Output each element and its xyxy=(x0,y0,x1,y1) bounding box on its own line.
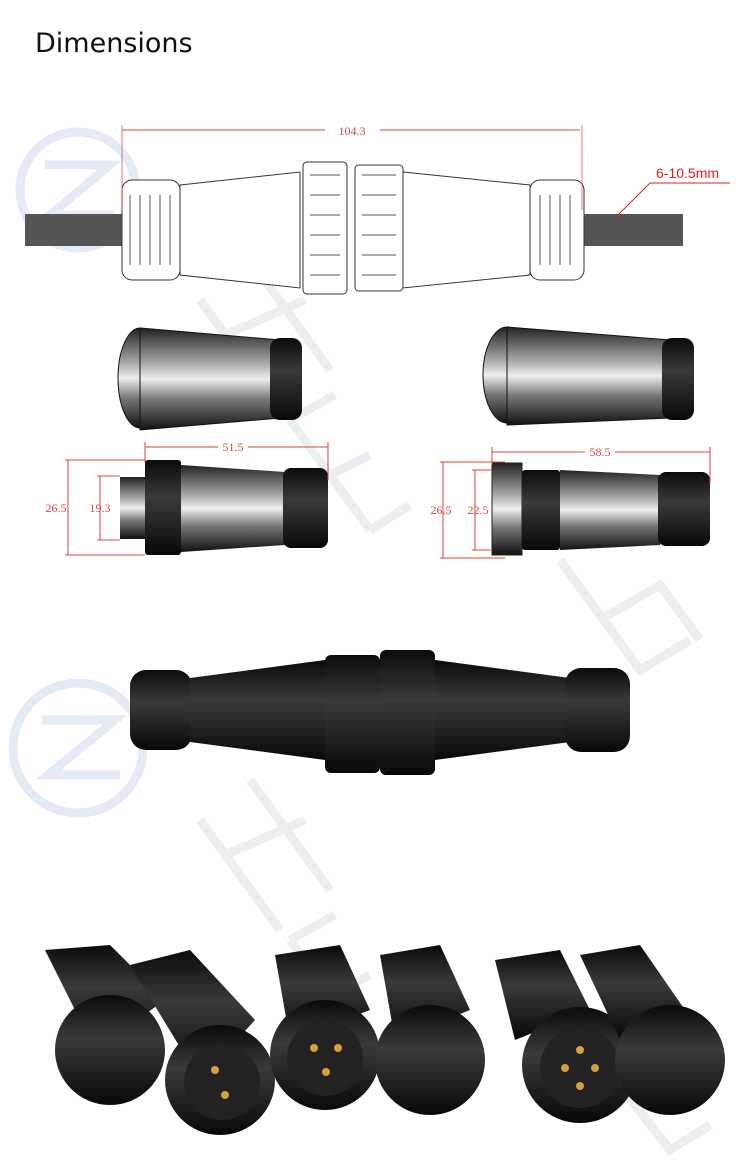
page-title: Dimensions xyxy=(35,28,193,59)
plug-3d-render xyxy=(117,327,302,431)
socket-inner-diameter-label: 22.5 xyxy=(468,503,489,517)
socket-dimension-drawing: 58.5 26.5 22.5 xyxy=(431,445,711,559)
pair-3-pin xyxy=(270,945,485,1115)
cable-left xyxy=(25,214,125,246)
plug-length-label: 51.5 xyxy=(223,440,244,454)
socket-3d-render xyxy=(482,326,694,426)
pair-2-pin xyxy=(45,945,275,1135)
connector-pairs-photo xyxy=(45,945,725,1135)
plug-dimension-drawing: 51.5 26.5 19.3 xyxy=(46,440,329,556)
assembled-connector-photo xyxy=(130,650,630,775)
assembly-drawing: 104.3 6-10.5mm xyxy=(25,120,730,295)
plug-inner-diameter-label: 19.3 xyxy=(90,501,111,515)
cable-right xyxy=(580,214,683,246)
plug-outer-diameter-label: 26.5 xyxy=(46,501,67,515)
cable-range-label: 6-10.5mm xyxy=(656,165,719,181)
socket-length-label: 58.5 xyxy=(590,445,611,459)
overall-length-label: 104.3 xyxy=(339,124,366,138)
pair-4-pin xyxy=(495,945,725,1123)
socket-outer-diameter-label: 26.5 xyxy=(431,503,452,517)
